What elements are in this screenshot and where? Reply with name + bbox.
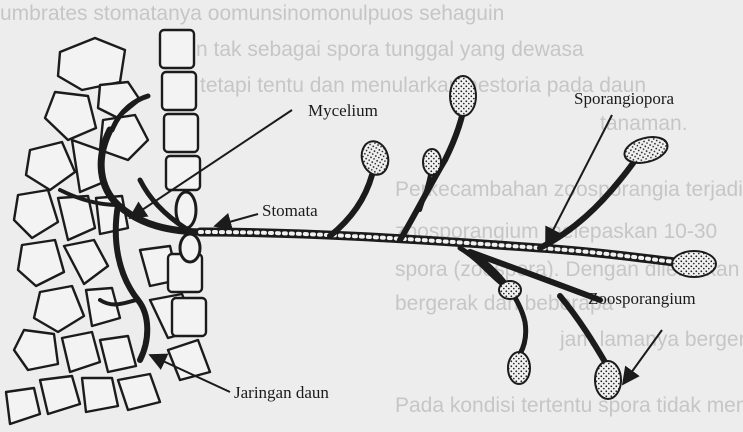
label-mycelium: Mycelium <box>308 101 378 120</box>
label-jaringan-daun: Jaringan daun <box>234 383 329 402</box>
sporangium <box>595 361 621 399</box>
background-text-line: lain tak sebagai spora tunggal yang dewa… <box>175 38 584 61</box>
sporangium <box>622 133 671 168</box>
sporangium <box>499 281 521 299</box>
label-sporangiopora: Sporangiopora <box>574 89 675 108</box>
label-stomata: Stomata <box>262 201 318 220</box>
background-text-line: tanaman. <box>600 112 688 135</box>
sporangium <box>672 251 716 277</box>
sporangium <box>423 149 441 175</box>
background-text-line: Pada kondisi tertentu spora tidak memben… <box>395 394 743 417</box>
sporangium <box>358 138 392 178</box>
sporangium <box>508 352 530 384</box>
label-zoosporangium: Zoosporangium <box>588 289 696 308</box>
background-text-line: umbrates stomatanya oomunsinomonulpuos s… <box>0 2 504 25</box>
stomata-leader-line <box>215 214 258 226</box>
sporangium <box>450 76 476 116</box>
